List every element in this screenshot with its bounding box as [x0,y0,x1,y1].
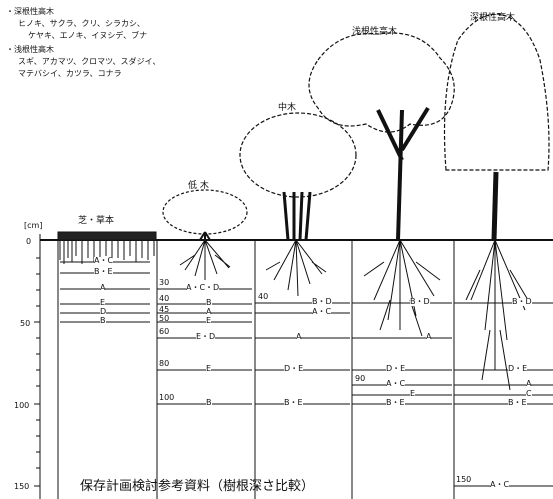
shallow-tall-tree-drawing [308,32,455,337]
marker-grass-6: B [100,316,106,325]
marker-deep-depth-6: 150 [456,475,472,484]
marker-shallow-depth-4: 90 [355,374,366,383]
label-mid-tree: 中木 [278,103,297,113]
marker-grass-1: A・C [94,256,114,265]
marker-shrub-depth-3: 45 [159,305,170,314]
marker-mid-2: A・C [312,307,332,316]
marker-grass-3: A [100,283,106,292]
marker-mid-4: D・E [284,364,304,373]
axis-tick-50: 50 [20,319,31,328]
marker-shrub-depth-5: 60 [159,327,170,336]
caption: 保存計画検討参考資料（樹根深さ比較） [80,479,315,494]
marker-shrub-5: E・D [196,332,216,341]
marker-deep-3: A [526,379,532,388]
marker-grass-5: D [100,307,107,316]
marker-shallow-4: A・C [386,379,406,388]
marker-deep-2: D・E [508,364,528,373]
legend-deep-title: ・深根性高木 [6,7,54,16]
label-shallow-tall: 浅根性高木 [352,27,398,37]
marker-shrub-4: E [206,316,212,325]
legend-deep-line1: ヒノキ、サクラ、クリ、シラカシ、 [18,19,145,28]
marker-shallow-6: B・E [386,398,405,407]
marker-shrub-3: A [206,307,212,316]
marker-shallow-3: D・E [386,364,406,373]
marker-deep-1: B・D [512,297,532,306]
label-grass: 芝・草本 [78,216,115,226]
axis-unit: [cm] [24,221,43,230]
marker-shrub-6: E [206,364,212,373]
axis-ticks [34,257,40,487]
deep-tall-tree-drawing [443,13,550,391]
label-shrub: 低 木 [188,181,209,191]
marker-mid-5: B・E [284,398,303,407]
mid-tree-drawing [239,112,357,297]
marker-shallow-2: A [426,332,432,341]
marker-mid-3: A [296,332,302,341]
marker-shrub-depth-4: 50 [159,314,170,323]
marker-mid-1: B・D [312,297,332,306]
marker-mid-depth-1: 40 [258,292,269,301]
marker-shrub-1: A・C・D [186,283,220,292]
depth-marker-lines [60,261,553,487]
label-deep-tall: 深根性高木 [470,13,516,23]
marker-deep-5: B・E [508,398,527,407]
marker-shallow-5: E [410,389,416,398]
axis-tick-0: 0 [26,237,32,246]
marker-grass-2: B・E [94,267,113,276]
legend-deep-line2: ケヤキ、エノキ、イヌシデ、ブナ [28,31,148,40]
marker-deep-4: C [526,389,532,398]
marker-shrub-7: B [206,398,212,407]
axis-tick-100: 100 [14,401,30,410]
legend-shallow-line1: スギ、アカマツ、クロマツ、スダジイ、 [18,57,161,66]
legend-shallow-line2: マテバシイ、カツラ、コナラ [18,69,122,78]
grass-drawing [57,231,157,264]
marker-shrub-depth-2: 40 [159,294,170,303]
legend-shallow-title: ・浅根性高木 [6,45,54,54]
marker-shrub-depth-6: 80 [159,359,170,368]
marker-shrub-depth-1: 30 [159,278,170,287]
marker-shrub-depth-7: 100 [159,393,175,402]
marker-shrub-2: B [206,298,212,307]
marker-deep-6: A・C [490,480,510,489]
marker-grass-4: E [100,298,106,307]
shrub-drawing [162,189,248,280]
marker-shallow-1: B・D [410,297,430,306]
axis-tick-150: 150 [14,482,30,491]
